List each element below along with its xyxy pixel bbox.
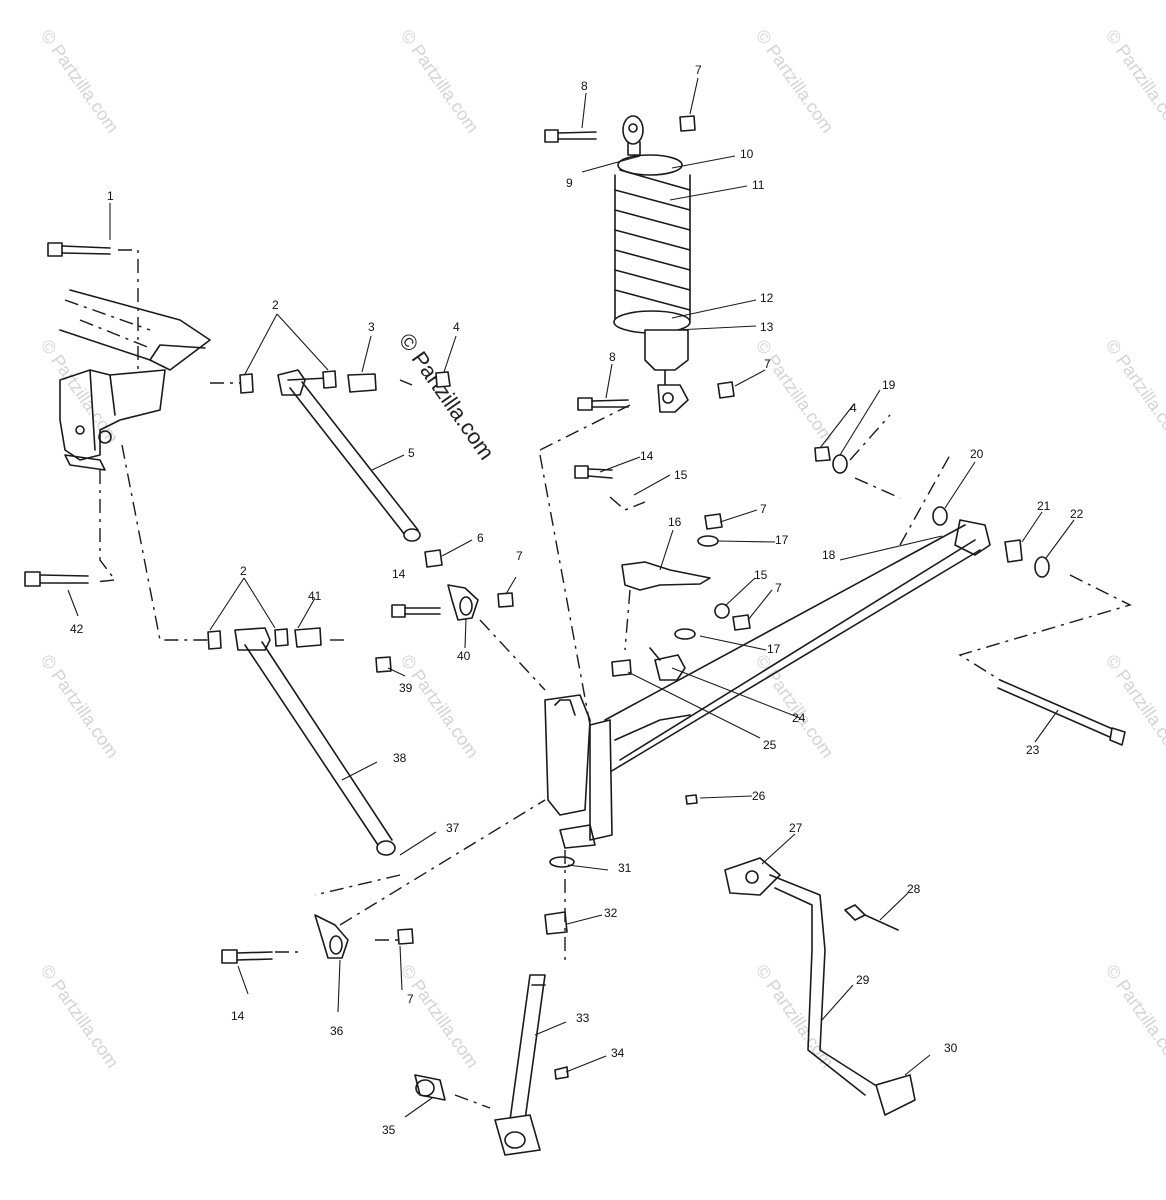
- callout-12: 12: [760, 291, 774, 305]
- hardware-small: [207, 115, 1050, 1080]
- callout-14: 14: [231, 1009, 245, 1023]
- callout-7: 7: [407, 992, 414, 1006]
- callout-26: 26: [752, 789, 766, 803]
- callout-3: 3: [368, 320, 375, 334]
- watermark: © Partzilla.com: [37, 961, 123, 1072]
- callout-17: 17: [767, 642, 781, 656]
- callout-35: 35: [382, 1123, 396, 1137]
- callout-labels: 1 2 2 3 4 4 5 6 7 7 7 7 7 7 8 8 9 10 11 …: [70, 63, 1084, 1137]
- callout-37: 37: [446, 821, 460, 835]
- watermark: © Partzilla.com: [37, 26, 123, 137]
- callout-16: 16: [668, 515, 682, 529]
- callout-29: 29: [856, 973, 870, 987]
- watermark: © Partzilla.com: [397, 26, 483, 137]
- callout-40: 40: [457, 649, 471, 663]
- callout-25: 25: [763, 738, 777, 752]
- spindle-bushing: [414, 1074, 446, 1101]
- callout-7: 7: [764, 357, 771, 371]
- callout-31: 31: [618, 861, 632, 875]
- spindle-knuckle: [544, 694, 613, 849]
- callout-1: 1: [107, 189, 114, 203]
- callout-10: 10: [740, 147, 754, 161]
- watermark: © Partzilla.com: [1102, 26, 1166, 137]
- callout-36: 36: [330, 1024, 344, 1038]
- callout-24: 24: [792, 711, 806, 725]
- steering-arm: [724, 857, 916, 1116]
- callout-38: 38: [393, 751, 407, 765]
- callout-19: 19: [882, 378, 896, 392]
- rod-ends: [314, 561, 711, 959]
- leader-lines: [67, 77, 1075, 1118]
- watermark: © Partzilla.com: [1102, 961, 1166, 1072]
- rod-end-stud: [844, 904, 899, 931]
- watermark: © Partzilla.com: [37, 651, 123, 762]
- watermark: © Partzilla.com: [752, 336, 838, 447]
- callout-6: 6: [477, 531, 484, 545]
- callout-28: 28: [907, 882, 921, 896]
- callout-2: 2: [240, 564, 247, 578]
- callout-39: 39: [399, 681, 413, 695]
- callout-20: 20: [970, 447, 984, 461]
- callout-21: 21: [1037, 499, 1051, 513]
- callout-11: 11: [752, 178, 765, 192]
- callout-4: 4: [850, 401, 857, 415]
- shock-absorber: [613, 115, 691, 413]
- upper-a-arm: [277, 369, 421, 542]
- watermark: © Partzilla.com: [37, 336, 123, 447]
- watermark: © Partzilla.com: [397, 651, 483, 762]
- callout-15: 15: [754, 568, 768, 582]
- callout-15: 15: [674, 468, 688, 482]
- watermark: © Partzilla.com: [1102, 336, 1166, 447]
- callout-14: 14: [640, 449, 654, 463]
- callout-33: 33: [576, 1011, 590, 1025]
- callout-9: 9: [566, 176, 573, 190]
- callout-4: 4: [453, 320, 460, 334]
- callout-5: 5: [408, 446, 415, 460]
- callout-34: 34: [611, 1046, 625, 1060]
- callout-8: 8: [609, 350, 616, 364]
- callout-2: 2: [272, 298, 279, 312]
- watermark-center: © Partzilla.com: [394, 329, 500, 465]
- callout-17: 17: [775, 533, 789, 547]
- trailing-arm: [604, 519, 991, 776]
- callout-13: 13: [760, 320, 774, 334]
- assembly-lines: [64, 249, 1132, 1109]
- callout-7: 7: [760, 502, 767, 516]
- callout-7: 7: [775, 581, 782, 595]
- long-bolt: [997, 679, 1126, 746]
- callout-32: 32: [604, 906, 618, 920]
- callout-7: 7: [695, 63, 702, 77]
- callout-8: 8: [581, 79, 588, 93]
- callout-42: 42: [70, 622, 84, 636]
- watermark: © Partzilla.com: [1102, 651, 1166, 762]
- callout-7: 7: [516, 549, 523, 563]
- callout-18: 18: [822, 548, 836, 562]
- bolts: [24, 129, 629, 964]
- callout-30: 30: [944, 1041, 958, 1055]
- watermark: © Partzilla.com: [397, 961, 483, 1072]
- callout-27: 27: [789, 821, 803, 835]
- spindle-shaft: [494, 974, 546, 1156]
- frame-bracket: [59, 289, 211, 471]
- lower-a-arm: [234, 627, 396, 856]
- callout-14: 14: [392, 567, 406, 581]
- callout-23: 23: [1026, 743, 1040, 757]
- callout-41: 41: [308, 589, 322, 603]
- callout-22: 22: [1070, 507, 1084, 521]
- watermark: © Partzilla.com: [752, 26, 838, 137]
